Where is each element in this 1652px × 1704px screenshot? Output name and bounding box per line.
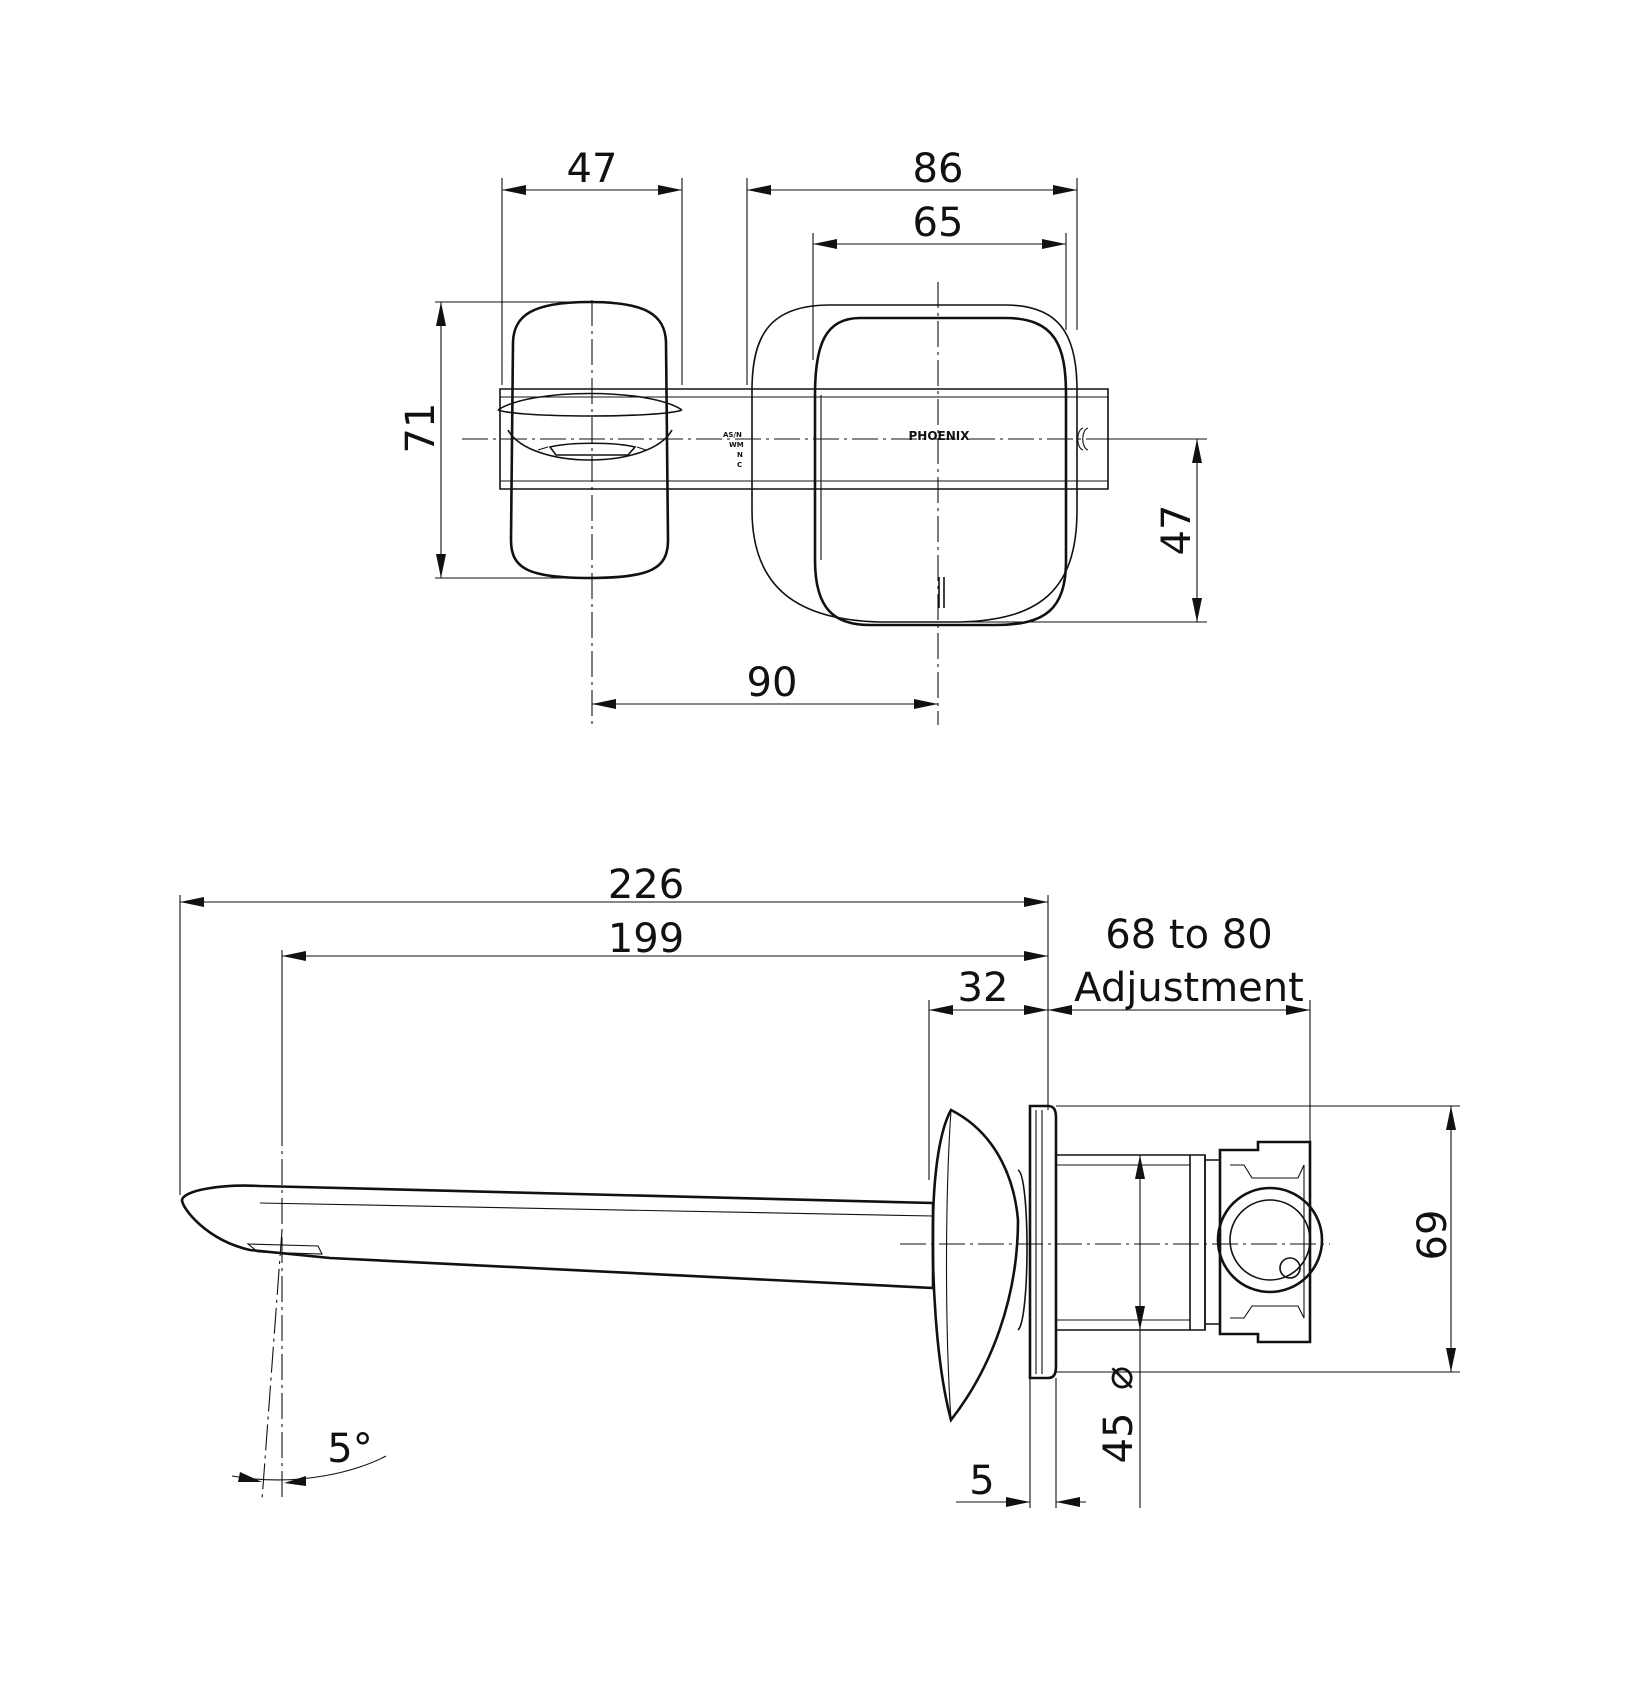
inlet-port bbox=[1279, 1257, 1301, 1279]
dim-spout-reach: 199 bbox=[282, 916, 1048, 962]
svg-text:68 to 80: 68 to 80 bbox=[1105, 912, 1272, 958]
dim-body-height: 69 bbox=[1410, 1106, 1456, 1372]
svg-text:AS/N: AS/N bbox=[723, 431, 742, 439]
svg-text:5°: 5° bbox=[327, 1426, 372, 1472]
dim-overall-length: 226 bbox=[180, 862, 1048, 908]
mixer-handle-front bbox=[497, 300, 683, 580]
svg-text:C: C bbox=[737, 461, 742, 469]
spout bbox=[180, 1184, 935, 1290]
dim-plate-offset: 47 bbox=[1154, 439, 1202, 622]
svg-text:71: 71 bbox=[398, 403, 444, 454]
svg-text:69: 69 bbox=[1410, 1210, 1456, 1261]
svg-text:Adjustment: Adjustment bbox=[1074, 965, 1304, 1011]
stamp-text: AS/N WM N C bbox=[723, 431, 744, 469]
inlet-ring-outer bbox=[1216, 1186, 1324, 1294]
dim-plate-inner-width: 65 bbox=[813, 200, 1066, 249]
wall-fitting bbox=[1205, 1140, 1324, 1344]
handle-side bbox=[931, 1108, 1020, 1423]
dim-centre-distance: 90 bbox=[592, 660, 938, 709]
dim-flange-thickness: 5 bbox=[956, 1458, 1086, 1507]
dim-plate-outer-width: 86 bbox=[747, 146, 1077, 195]
svg-text:N: N bbox=[737, 451, 743, 459]
svg-text:90: 90 bbox=[747, 660, 798, 706]
inlet-ring-inner bbox=[1229, 1199, 1311, 1281]
svg-text:47: 47 bbox=[1154, 505, 1200, 556]
svg-text:45: 45 bbox=[1096, 1413, 1142, 1464]
front-view: AS/N WM N C PHOENIX bbox=[398, 146, 1207, 725]
valve-body bbox=[1055, 1154, 1206, 1331]
svg-text:199: 199 bbox=[608, 916, 684, 962]
wall-backing-bar bbox=[499, 388, 1109, 490]
svg-text:47: 47 bbox=[567, 146, 618, 192]
svg-text:86: 86 bbox=[913, 146, 964, 192]
cover-plate-inner bbox=[813, 316, 1068, 627]
dim-handle-height: 71 bbox=[398, 302, 446, 578]
svg-text:226: 226 bbox=[608, 862, 684, 908]
dim-handle-width: 47 bbox=[502, 146, 682, 195]
dim-body-diameter: 45 ⌀ bbox=[1096, 1155, 1145, 1463]
dim-spout-angle: 5° bbox=[231, 1426, 387, 1486]
svg-text:⌀: ⌀ bbox=[1096, 1366, 1142, 1390]
wall-flange bbox=[1028, 1104, 1058, 1380]
dim-handle-depth: 32 bbox=[929, 965, 1048, 1015]
svg-text:WM: WM bbox=[729, 441, 744, 449]
side-view: 226 199 32 68 to 80 Adjustment bbox=[179, 862, 1460, 1508]
svg-text:65: 65 bbox=[913, 200, 964, 246]
svg-text:5: 5 bbox=[969, 1458, 994, 1504]
svg-text:32: 32 bbox=[958, 965, 1009, 1011]
brand-label: PHOENIX bbox=[909, 429, 971, 443]
dim-adjustment: 68 to 80 Adjustment bbox=[1048, 912, 1310, 1015]
cover-plate-outer bbox=[751, 304, 1078, 623]
